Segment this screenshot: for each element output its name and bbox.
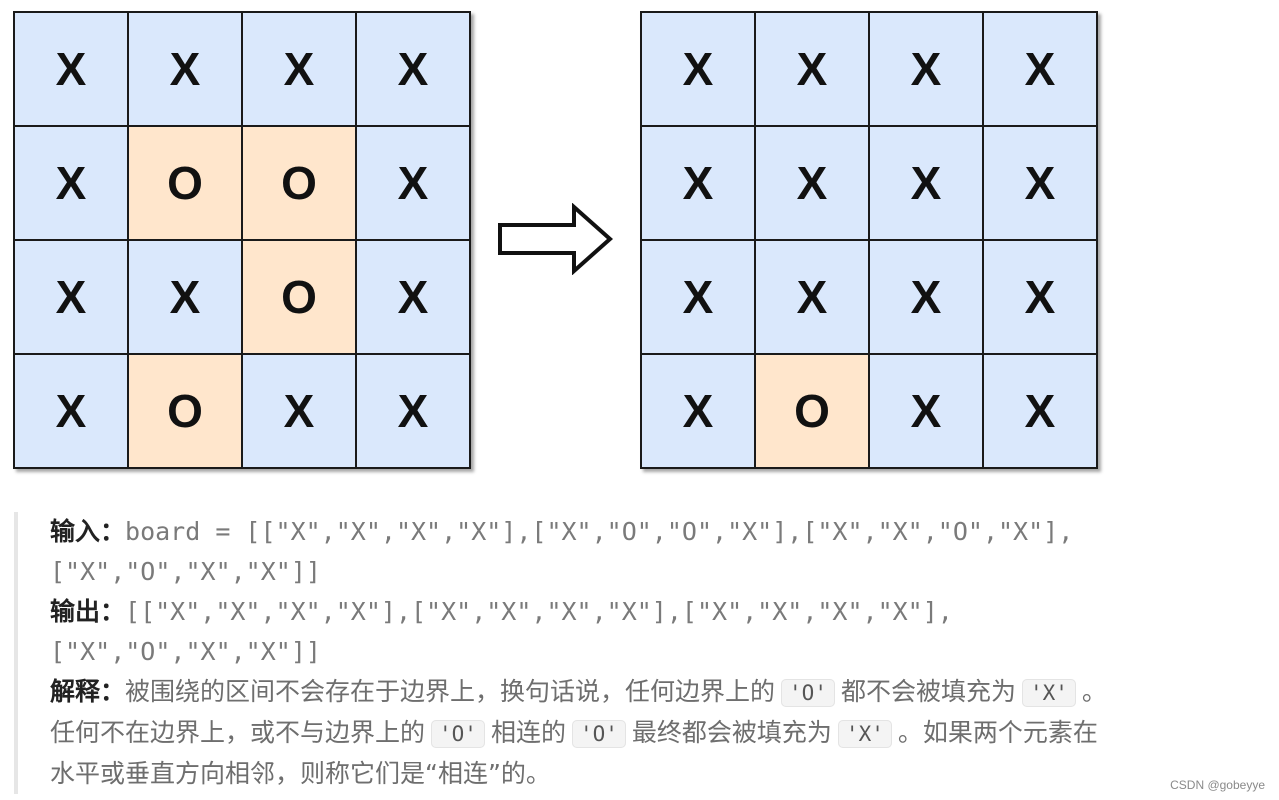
output-value-2: ["X","O","X","X"]] [50,637,321,666]
right-cell-3-1: O [756,355,868,467]
right-cell-2-1: X [756,241,868,353]
input-line-1: 输入：board = [["X","X","X","X"],["X","O","… [50,512,1264,552]
left-cell-0-3: X [357,13,469,125]
right-cell-0-0: X [642,13,754,125]
explain-text-8: 水平或垂直方向相邻，则称它们是“相连”的。 [50,759,551,788]
right-cell-2-3: X [984,241,1096,353]
code-o-1: 'O' [781,679,835,707]
right-cell-3-2: X [870,355,982,467]
left-cell-1-0: X [15,127,127,239]
right-cell-1-0: X [642,127,754,239]
code-x-2: 'X' [837,720,892,748]
example-explanation: 输入：board = [["X","X","X","X"],["X","O","… [14,512,1264,794]
explain-text-5: 相连的 [490,718,566,747]
left-cell-0-1: X [129,13,241,125]
explain-text-7: 。如果两个元素在 [897,718,1098,747]
explain-line-2: 任何不在边界上，或不与边界上的'O'相连的'O'最终都会被填充为'X'。如果两个… [50,713,1264,754]
explain-label: 解释： [50,677,126,706]
right-cell-0-1: X [756,13,868,125]
explain-text-4: 任何不在边界上，或不与边界上的 [50,718,426,747]
left-cell-2-0: X [15,241,127,353]
right-cell-0-2: X [870,13,982,125]
left-cell-3-2: X [243,355,355,467]
left-cell-1-2: O [243,127,355,239]
input-value-1: board = [["X","X","X","X"],["X","O","O",… [125,517,1074,546]
output-label: 输出： [50,597,126,626]
left-cell-2-1: X [129,241,241,353]
left-cell-2-3: X [357,241,469,353]
output-value-1: [["X","X","X","X"],["X","X","X","X"],["X… [125,597,953,626]
left-cell-0-0: X [15,13,127,125]
output-line-1: 输出：[["X","X","X","X"],["X","X","X","X"],… [50,592,1264,632]
right-cell-1-2: X [870,127,982,239]
left-cell-3-3: X [357,355,469,467]
explain-line-1: 解释：被围绕的区间不会存在于边界上，换句话说，任何边界上的'O'都不会被填充为'… [50,672,1264,713]
csdn-watermark: CSDN @gobeyye [1170,778,1265,792]
explain-line-3: 水平或垂直方向相邻，则称它们是“相连”的。 [50,754,1264,794]
input-value-2: ["X","O","X","X"]] [50,557,321,586]
right-cell-1-3: X [984,127,1096,239]
explain-text-2: 都不会被填充为 [840,677,1016,706]
code-o-2: 'O' [431,720,485,748]
right-cell-3-3: X [984,355,1096,467]
output-line-2: ["X","O","X","X"]] [50,632,1264,672]
right-cell-1-1: X [756,127,868,239]
code-o-3: 'O' [571,720,626,748]
left-cell-1-3: X [357,127,469,239]
right-arrow-icon [498,203,614,275]
right-cell-3-0: X [642,355,754,467]
left-cell-3-1: O [129,355,241,467]
left-cell-3-0: X [15,355,127,467]
left-cell-2-2: O [243,241,355,353]
explain-text-3: 。 [1081,677,1107,706]
explain-text-6: 最终都会被填充为 [631,718,832,747]
code-x-1: 'X' [1021,679,1076,707]
input-label: 输入： [50,517,126,546]
right-cell-0-3: X [984,13,1096,125]
left-cell-1-1: O [129,127,241,239]
left-cell-0-2: X [243,13,355,125]
right-cell-2-0: X [642,241,754,353]
right-cell-2-2: X [870,241,982,353]
explain-text-1: 被围绕的区间不会存在于边界上，换句话说，任何边界上的 [125,677,776,706]
input-line-2: ["X","O","X","X"]] [50,552,1264,592]
